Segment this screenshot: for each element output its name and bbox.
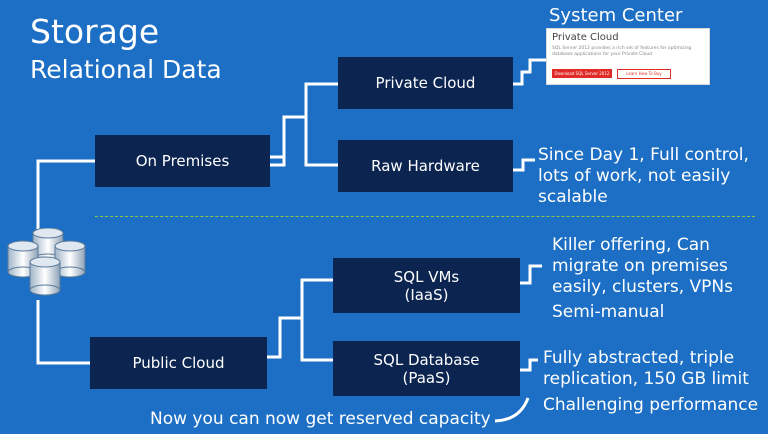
box-public-cloud: Public Cloud xyxy=(90,337,267,389)
note-raw-hardware: Since Day 1, Full control, lots of work,… xyxy=(538,145,749,207)
system-center-label: System Center xyxy=(549,5,683,26)
connector-onprem-private xyxy=(270,82,338,159)
note-reserved-capacity: Now you can now get reserved capacity xyxy=(150,409,491,429)
note-sql-database: Fully abstracted, triple replication, 15… xyxy=(543,348,749,389)
section-divider xyxy=(95,216,755,217)
connector-private-sc xyxy=(513,58,546,86)
note-sql-database-2: Challenging performance xyxy=(543,395,759,415)
system-center-card: Private Cloud SQL Server 2012 provides a… xyxy=(546,28,710,85)
box-raw-hardware-label: Raw Hardware xyxy=(371,157,480,175)
connector-public-db xyxy=(267,316,333,362)
note-sql-vms-2: Semi-manual xyxy=(552,302,665,322)
database-icon xyxy=(7,228,86,296)
connector-onprem-raw xyxy=(270,115,338,167)
note-sql-vms: Killer offering, Can migrate on premises… xyxy=(552,235,733,297)
box-raw-hardware: Raw Hardware xyxy=(338,140,513,192)
connector-reserved xyxy=(494,397,530,423)
learn-how-to-buy-button[interactable]: Learn How To Buy xyxy=(617,69,671,79)
box-sql-database-label: SQL Database (PaaS) xyxy=(373,350,480,387)
connector-dbase-note xyxy=(520,358,538,372)
connector-vms-note xyxy=(520,264,542,285)
box-on-premises-label: On Premises xyxy=(135,152,230,170)
connector-raw-note xyxy=(513,158,535,172)
download-sql-server-button[interactable]: Download SQL Server 2012 xyxy=(552,69,612,78)
connector-db-onprem xyxy=(36,159,95,236)
system-center-card-text: SQL Server 2012 provides a rich set of f… xyxy=(552,46,692,57)
slide-subtitle: Relational Data xyxy=(30,55,222,84)
box-sql-vms-label: SQL VMs (IaaS) xyxy=(393,267,460,304)
box-private-cloud: Private Cloud xyxy=(338,57,513,109)
slide-title: Storage xyxy=(30,12,160,51)
box-public-cloud-label: Public Cloud xyxy=(132,354,225,372)
box-sql-database: SQL Database (PaaS) xyxy=(333,341,520,396)
box-on-premises: On Premises xyxy=(95,135,270,187)
box-sql-vms: SQL VMs (IaaS) xyxy=(333,258,520,313)
connector-db-public xyxy=(36,300,90,365)
box-private-cloud-label: Private Cloud xyxy=(375,74,476,92)
system-center-card-title: Private Cloud xyxy=(552,32,619,43)
